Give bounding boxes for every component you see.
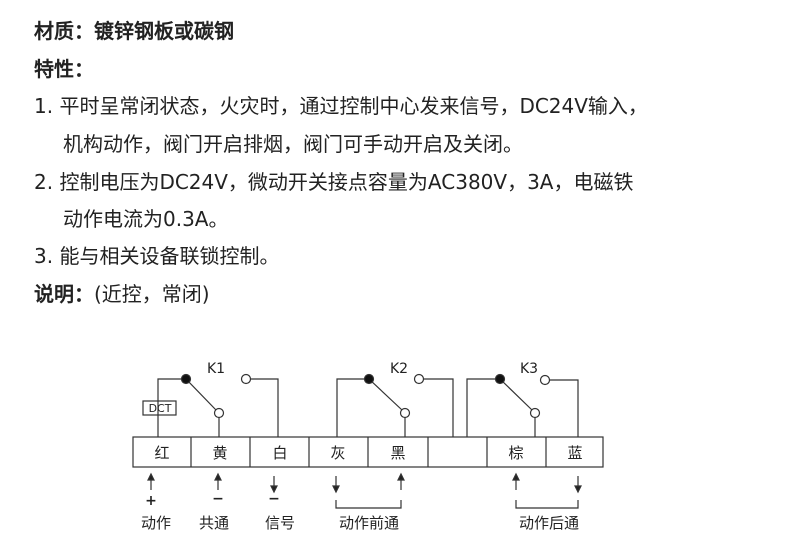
material-line: 材质：镀锌钢板或碳钢 bbox=[34, 19, 234, 43]
sign-minus-common: − bbox=[212, 491, 224, 507]
feature-2-line1: 2. 控制电压为DC24V，微动开关接点容量为AC380V，3A，电磁铁 bbox=[34, 170, 634, 194]
switch-k1 bbox=[157, 373, 279, 437]
label-common: 共通 bbox=[199, 514, 229, 532]
terminal-yellow: 黄 bbox=[212, 444, 227, 462]
dct-box bbox=[142, 400, 177, 416]
feature-3: 3. 能与相关设备联锁控制。 bbox=[34, 244, 280, 268]
switch-k2 bbox=[336, 373, 454, 437]
note-line: 说明：(近控，常闭) bbox=[34, 282, 210, 306]
terminal-gray: 灰 bbox=[330, 444, 345, 462]
note-value: (近控，常闭) bbox=[94, 282, 210, 306]
switch-k3-label: K3 bbox=[520, 361, 538, 377]
label-signal: 信号 bbox=[265, 514, 295, 532]
feature-2-line2: 动作电流为0.3A。 bbox=[63, 207, 229, 231]
terminal-blue: 蓝 bbox=[567, 444, 582, 462]
sign-minus-signal: − bbox=[268, 491, 280, 507]
material-label: 材质： bbox=[34, 19, 94, 43]
switch-k2-label: K2 bbox=[390, 361, 408, 377]
switch-k3 bbox=[466, 373, 579, 437]
dct-label: DCT bbox=[149, 402, 172, 415]
features-label: 特性： bbox=[34, 57, 94, 81]
switch-k1-label: K1 bbox=[207, 361, 225, 377]
feature-1-line1: 1. 平时呈常闭状态，火灾时，通过控制中心发来信号，DC24V输入， bbox=[34, 94, 648, 118]
terminal-black: 黑 bbox=[390, 444, 405, 462]
direction-arrows bbox=[147, 472, 582, 494]
material-value: 镀锌钢板或碳钢 bbox=[94, 19, 234, 43]
label-action: 动作 bbox=[141, 514, 171, 532]
sign-plus: + bbox=[145, 493, 157, 509]
terminal-dividers bbox=[190, 437, 547, 467]
label-after-action: 动作后通 bbox=[519, 514, 579, 532]
label-before-action: 动作前通 bbox=[339, 514, 399, 532]
terminal-white: 白 bbox=[272, 444, 287, 462]
note-label: 说明： bbox=[34, 282, 94, 306]
feature-1-line2: 机构动作，阀门开启排烟，阀门可手动开启及关闭。 bbox=[63, 132, 523, 156]
bracket-before bbox=[335, 500, 402, 509]
bracket-after bbox=[515, 500, 579, 509]
terminal-brown: 棕 bbox=[508, 444, 523, 462]
terminal-red: 红 bbox=[154, 444, 169, 462]
